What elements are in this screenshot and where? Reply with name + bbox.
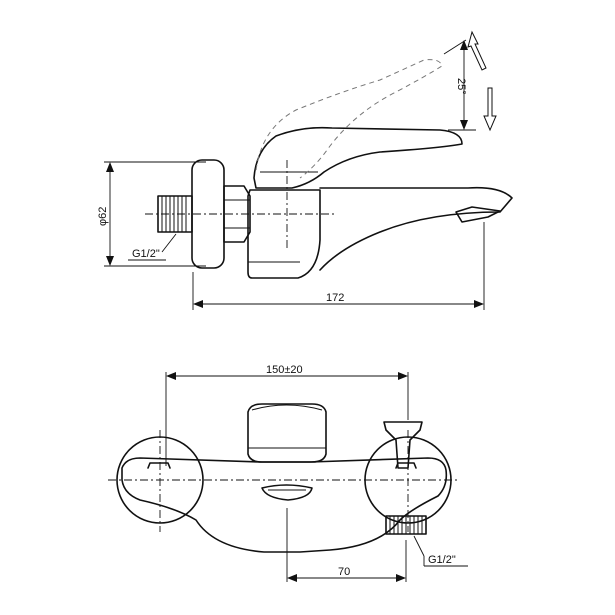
thread-leader-bottom: G1/2" xyxy=(413,535,468,567)
offset-label: 70 xyxy=(338,566,350,578)
aerator-outlet xyxy=(455,206,501,223)
thread-leader-top: G1/2" xyxy=(128,233,177,261)
lever-handle-rotated xyxy=(255,59,443,179)
length-label: 172 xyxy=(326,292,344,304)
front-handle xyxy=(247,403,327,463)
rotate-down-arrow xyxy=(483,87,497,132)
offset-dimension: 70 xyxy=(286,508,407,582)
front-aerator xyxy=(261,484,313,501)
thread-label-bottom: G1/2" xyxy=(428,554,456,566)
valve-body xyxy=(247,189,321,279)
rotate-up-arrow xyxy=(467,30,487,71)
front-body xyxy=(121,457,448,553)
centers-dimension: 150±20 xyxy=(165,364,409,466)
centers-label: 150±20 xyxy=(266,364,303,376)
diverter-knob xyxy=(383,421,423,469)
angle-label: 25° xyxy=(455,78,467,95)
diameter-label: φ62 xyxy=(97,207,109,226)
angle-dimension: 25° xyxy=(443,30,497,132)
length-dimension: 172 xyxy=(192,222,485,310)
spout xyxy=(319,186,513,271)
thread-label-top: G1/2" xyxy=(132,248,160,260)
diameter-dimension: φ62 xyxy=(97,161,206,267)
hex-nut xyxy=(223,185,251,243)
lever-handle xyxy=(253,126,463,189)
side-view: φ62 G1/2" 172 25° xyxy=(97,30,513,310)
threaded-outlet xyxy=(385,515,427,535)
front-view: 150±20 70 G1/2" xyxy=(108,364,468,582)
